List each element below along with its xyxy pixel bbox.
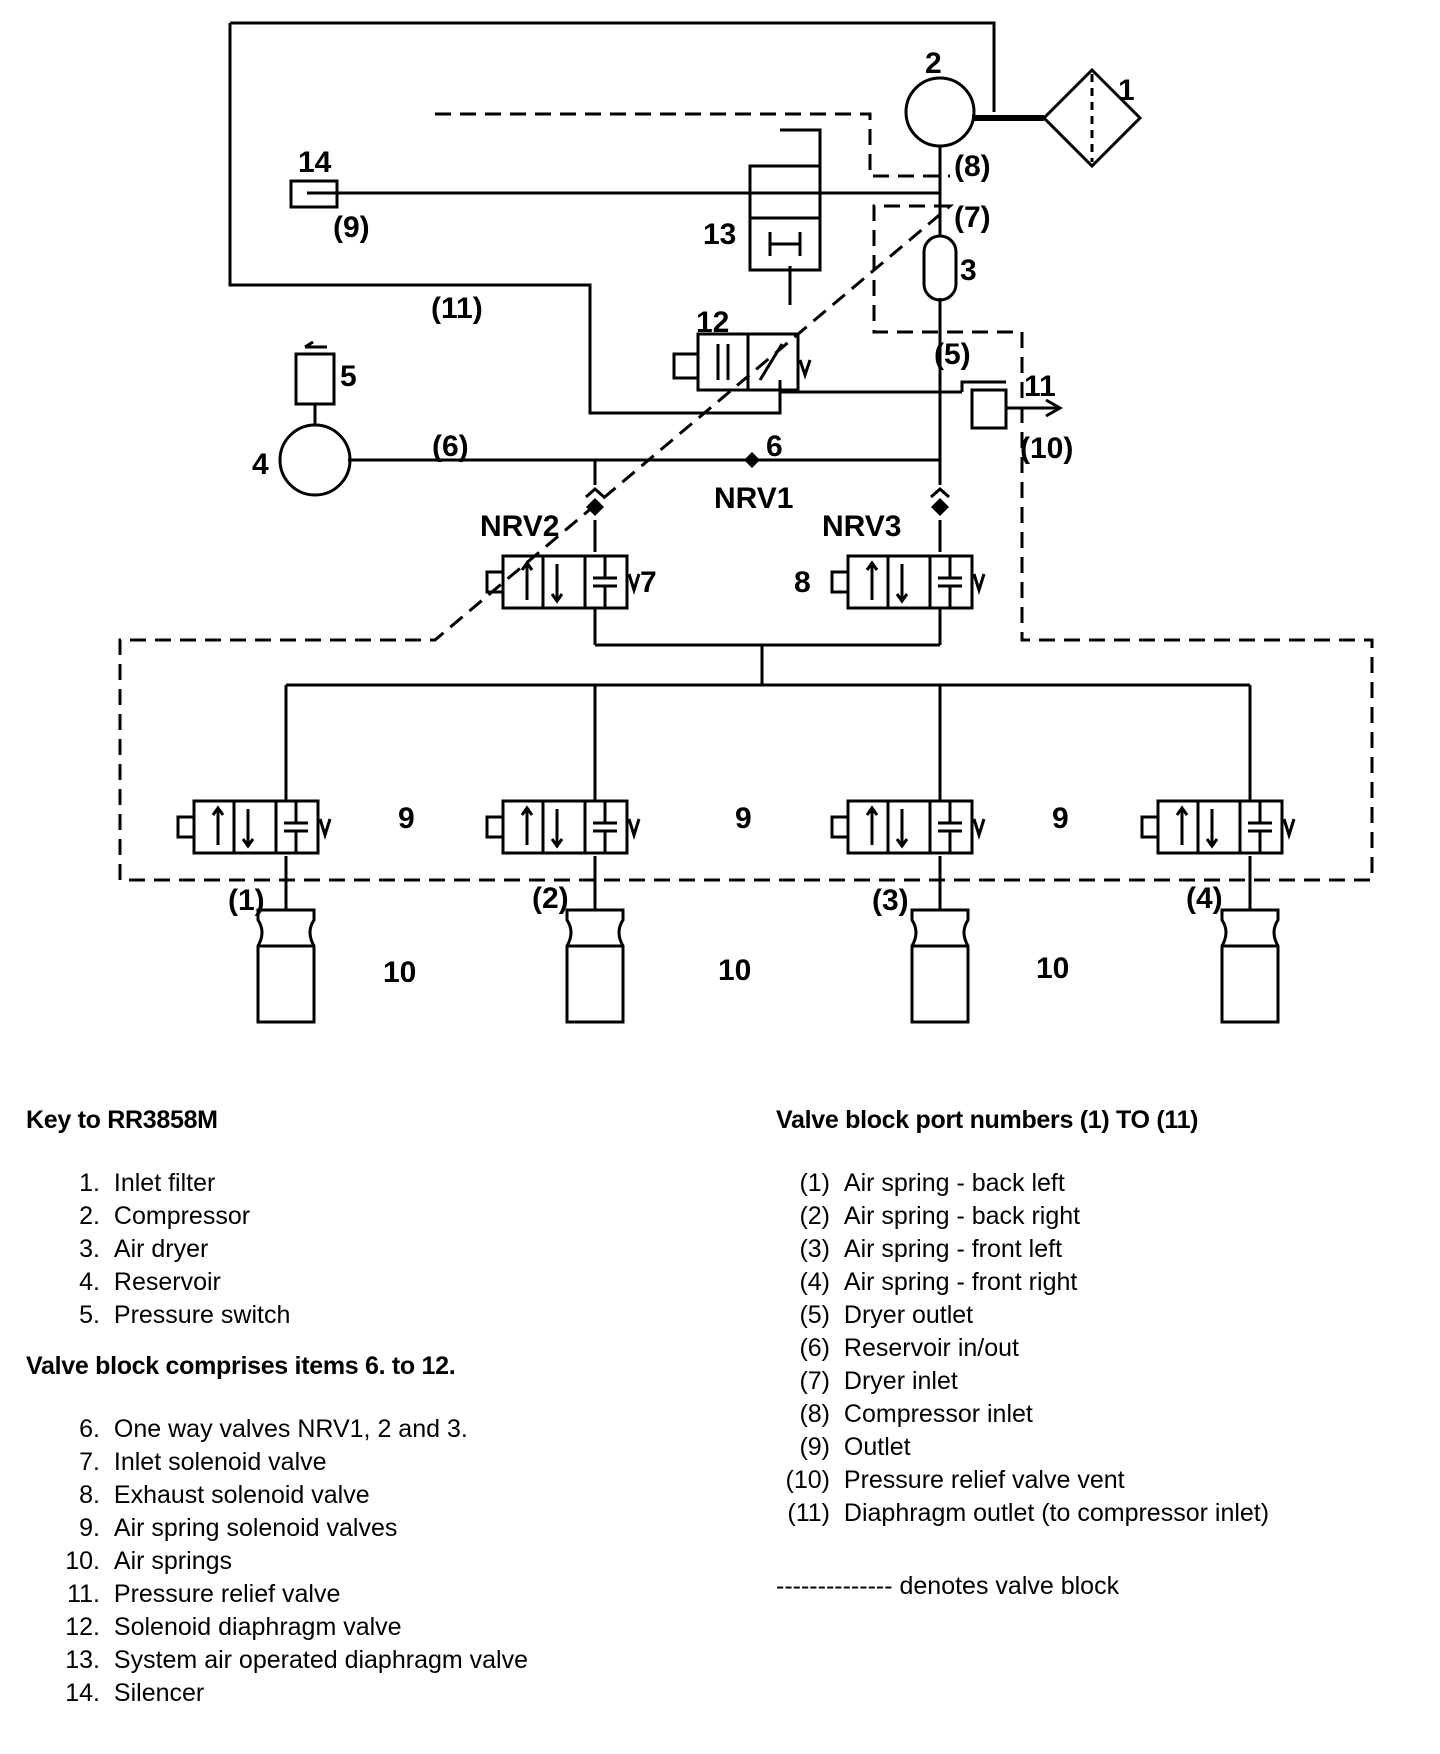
list-item: 7. Inlet solenoid valve: [79, 1448, 327, 1476]
port-label-9: (9): [333, 211, 370, 244]
port-label-5: (5): [934, 338, 971, 371]
reservoir-icon: [278, 423, 352, 497]
pipework: [228, 21, 1252, 910]
valve-block-outline: [118, 112, 1374, 882]
air-spring-solenoid-valve-icon: [830, 799, 986, 855]
label-9: 9: [398, 802, 415, 835]
air-dryer-icon: [922, 234, 958, 302]
label-13: 13: [703, 218, 736, 251]
pneumatic-circuit-diagram: 1 2 3 4 5 6 7 8 9 9 9 10 10 10 11 12 13 …: [118, 21, 1374, 1024]
list-item: 2. Compressor: [79, 1202, 251, 1230]
nrv2-icon: [585, 486, 605, 516]
label-10: 10: [1036, 952, 1069, 985]
air-spring-solenoid-valve-icon: [176, 799, 332, 855]
list-item: (8) Compressor inlet: [799, 1400, 1033, 1428]
port-label-6: (6): [432, 430, 469, 463]
list-item: 13. System air operated diaphragm valve: [65, 1646, 529, 1674]
nrv3-icon: [930, 486, 950, 516]
label-11: 11: [1024, 370, 1056, 403]
label-5: 5: [340, 360, 357, 393]
list-item: 14. Silencer: [65, 1679, 205, 1707]
label-6: 6: [766, 430, 783, 463]
list-item: 3. Air dryer: [79, 1235, 209, 1263]
nrv1-icon: [744, 452, 760, 468]
key-panel: Key to RR3858M 1. Inlet filter 2. Compre…: [26, 1104, 528, 1710]
port-label-10: (10): [1020, 432, 1073, 465]
ports-title: Valve block port numbers (1) TO (11): [776, 1106, 1199, 1134]
port-label-4: (4): [1186, 882, 1223, 915]
compressor-icon: [904, 76, 976, 148]
list-item: 1. Inlet filter: [79, 1169, 216, 1197]
label-14: 14: [298, 146, 332, 179]
list-item: (4) Air spring - front right: [799, 1268, 1078, 1296]
label-nrv2: NRV2: [480, 510, 559, 543]
list-item: 6. One way valves NRV1, 2 and 3.: [79, 1415, 468, 1443]
key-title: Key to RR3858M: [26, 1106, 218, 1134]
label-8: 8: [794, 566, 811, 599]
label-2: 2: [925, 47, 942, 80]
solenoid-diaphragm-valve-icon: [672, 332, 812, 392]
valve-block-heading: Valve block comprises items 6. to 12.: [26, 1352, 456, 1380]
ports-panel: Valve block port numbers (1) TO (11) (1)…: [776, 1104, 1269, 1530]
pressure-relief-valve-icon: [960, 380, 1064, 430]
list-item: 8. Exhaust solenoid valve: [79, 1481, 370, 1509]
inlet-filter-icon: [972, 67, 1143, 169]
label-1: 1: [1118, 74, 1135, 107]
list-item: (1) Air spring - back left: [799, 1169, 1065, 1197]
list-item: 10. Air springs: [65, 1547, 232, 1575]
label-10: 10: [383, 956, 416, 989]
valve-block-list: 6. One way valves NRV1, 2 and 3. 7. Inle…: [50, 1413, 528, 1710]
label-3: 3: [960, 254, 977, 287]
key-list: 1. Inlet filter 2. Compressor 3. Air dry…: [50, 1167, 528, 1332]
list-item: (5) Dryer outlet: [799, 1301, 974, 1329]
port-label-8: (8): [954, 150, 991, 183]
label-4: 4: [252, 448, 269, 481]
port-label-3: (3): [872, 884, 909, 917]
silencer-icon: [289, 179, 339, 209]
list-item: (11) Diaphragm outlet (to compressor inl…: [787, 1499, 1270, 1527]
port-label-7: (7): [954, 201, 991, 234]
list-item: 4. Reservoir: [79, 1268, 221, 1296]
list-item: 9. Air spring solenoid valves: [79, 1514, 398, 1542]
inlet-solenoid-valve-icon: [485, 554, 641, 610]
label-nrv1: NRV1: [714, 482, 793, 515]
port-label-2: (2): [532, 882, 569, 915]
list-item: 11. Pressure relief valve: [67, 1580, 341, 1608]
list-item: 12. Solenoid diaphragm valve: [65, 1613, 402, 1641]
valve-block-legend-note: -------------- denotes valve block: [776, 1572, 1120, 1600]
air-spring-icon: [256, 908, 316, 1024]
port-label-1: (1): [228, 884, 265, 917]
label-nrv3: NRV3: [822, 510, 901, 543]
air-operated-diaphragm-valve-icon: [748, 164, 822, 272]
label-9: 9: [1052, 802, 1069, 835]
ports-list: (1) Air spring - back left (2) Air sprin…: [776, 1167, 1270, 1530]
port-label-11: (11): [431, 292, 483, 325]
air-spring-solenoid-valve-icon: [485, 799, 641, 855]
list-item: 5. Pressure switch: [79, 1301, 291, 1329]
list-item: (2) Air spring - back right: [799, 1202, 1081, 1230]
air-spring-icon: [565, 908, 625, 1024]
label-7: 7: [640, 566, 657, 599]
list-item: (3) Air spring - front left: [799, 1235, 1063, 1263]
label-9: 9: [735, 802, 752, 835]
air-spring-icon: [910, 908, 970, 1024]
air-spring-solenoid-valve-icon: [1140, 799, 1296, 855]
label-10: 10: [718, 954, 751, 987]
list-item: (10) Pressure relief valve vent: [785, 1466, 1125, 1494]
air-spring-icon: [1220, 908, 1280, 1024]
list-item: (9) Outlet: [799, 1433, 911, 1461]
exhaust-solenoid-valve-icon: [830, 554, 986, 610]
pressure-switch-icon: [294, 340, 336, 406]
list-item: (7) Dryer inlet: [799, 1367, 958, 1395]
label-12: 12: [696, 306, 729, 339]
list-item: (6) Reservoir in/out: [799, 1334, 1019, 1362]
